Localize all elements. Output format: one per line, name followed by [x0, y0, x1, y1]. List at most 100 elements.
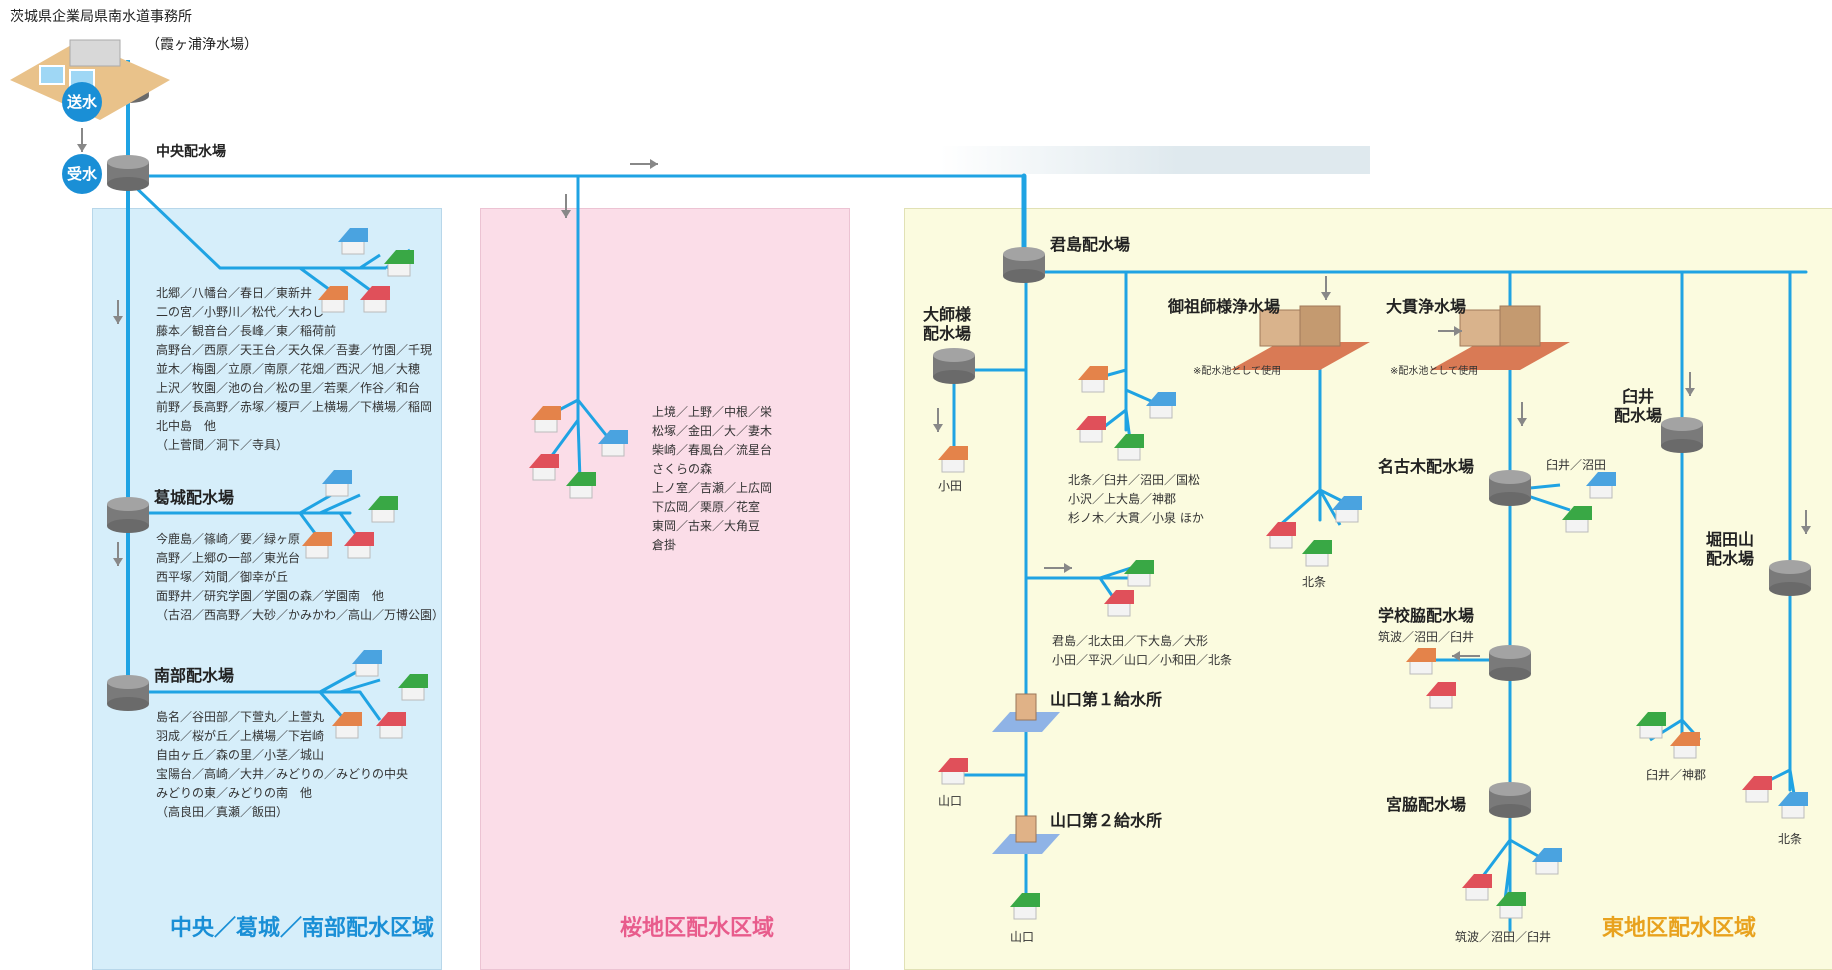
house-icon — [1332, 496, 1362, 523]
gososhisama-plant-building — [1259, 309, 1301, 347]
usui-tank — [1661, 417, 1703, 453]
pipe-segment — [318, 691, 347, 721]
areas-oda: 小田 — [938, 479, 963, 493]
house-icon — [1114, 434, 1144, 461]
yamaguchi2-station-tank — [1015, 815, 1037, 843]
miyawaki-tank — [1489, 782, 1531, 818]
pipe-segment — [299, 266, 331, 292]
areas-miyawaki: 筑波／沼田／臼井 — [1455, 930, 1552, 944]
kasumigaura-building — [69, 39, 121, 67]
pipe-segment — [1478, 839, 1512, 881]
flow-arrowhead — [1064, 563, 1072, 573]
house-icon — [398, 674, 428, 701]
house-icon — [376, 712, 406, 739]
office-name: 茨城県企業局県南水道事務所 — [10, 9, 192, 25]
house-icon — [1078, 366, 1108, 393]
house-icon — [1586, 472, 1616, 499]
note-onuki: ※配水池として使用 — [1390, 366, 1479, 377]
flow-arrowhead — [561, 210, 571, 218]
zone-title-sakura: 桜地区配水区域 — [620, 916, 775, 941]
house-icon — [1302, 540, 1332, 567]
flow-arrowhead — [1452, 651, 1460, 661]
yamaguchi1-station-base — [992, 712, 1060, 732]
nanbu-tank — [107, 675, 149, 711]
house-icon — [938, 758, 968, 785]
station-label-yamaguchi1: 山口第１給水所 — [1050, 690, 1163, 709]
house-icon — [566, 472, 596, 499]
station-label-nanbu: 南部配水場 — [154, 666, 235, 685]
areas-hojo-2: 北条 — [1778, 832, 1803, 846]
sakura-zone-area — [480, 208, 850, 970]
station-label-yamaguchi2: 山口第２給水所 — [1050, 811, 1163, 830]
station-label-gososhisama: 御祖師様浄水場 — [1168, 297, 1281, 316]
house-icon — [1462, 874, 1492, 901]
areas-kimijima: 君島／北太田／下大島／大形 小田／平沢／山口／小和田／北条 — [1052, 634, 1233, 667]
pipe-segment — [126, 178, 386, 270]
house-icon — [1124, 560, 1154, 587]
house-icon — [344, 532, 374, 559]
flow-arrowhead — [113, 316, 123, 324]
house-icon — [352, 650, 382, 677]
house-icon — [302, 532, 332, 559]
station-label-kuzushiro: 葛城配水場 — [154, 488, 235, 507]
flow-arrowhead — [650, 159, 658, 169]
station-label-horitayama: 堀田山 配水場 — [1706, 530, 1755, 568]
station-label-chuo: 中央配水場 — [156, 144, 226, 160]
house-icon — [368, 496, 398, 523]
station-label-daishisama: 大師様 配水場 — [923, 305, 972, 343]
gososhisama-plant-base — [1230, 342, 1370, 370]
plant-name: （霞ヶ浦浄水場） — [146, 37, 258, 53]
central-zone-area — [92, 208, 442, 970]
house-icon — [938, 446, 968, 473]
note-gososhisama: ※配水池として使用 — [1193, 366, 1282, 377]
areas-usui: 臼井／神郡 — [1646, 768, 1707, 782]
pipe-segment — [1279, 488, 1321, 527]
house-icon — [1406, 648, 1436, 675]
east-zone-area — [904, 208, 1832, 970]
station-label-kimijima: 君島配水場 — [1050, 235, 1131, 254]
kuzushiro-tank — [107, 497, 149, 533]
gakkowaki-tank — [1489, 645, 1531, 681]
send-badge: 送水 — [62, 82, 102, 122]
house-icon — [1562, 506, 1592, 533]
house-icon — [1266, 522, 1296, 549]
chuo-tank — [107, 155, 149, 191]
house-icon — [1636, 712, 1666, 739]
flow-arrowhead — [1685, 388, 1695, 396]
areas-nanbu: 島名／谷田部／下萱丸／上萱丸 羽成／桜が丘／上横場／下岩崎 自由ヶ丘／森の里／小… — [156, 710, 409, 819]
house-icon — [322, 470, 352, 497]
areas-nagokogi: 臼井／沼田 — [1546, 458, 1607, 472]
pipe-segment — [359, 253, 381, 270]
flow-arrowhead — [1801, 526, 1811, 534]
pipe-segment — [339, 678, 381, 694]
areas-gososhi: 北条／臼井／沼田／国松 小沢／上大島／神郡 杉ノ木／大貫／小泉 ほか — [1068, 473, 1204, 525]
nagokogi-tank — [1489, 470, 1531, 506]
yamaguchi1-station-tank — [1015, 693, 1037, 721]
house-icon — [1742, 776, 1772, 803]
station-label-gakkowaki: 学校脇配水場 — [1378, 606, 1475, 625]
flow-arrowhead — [1454, 326, 1462, 336]
pipe-segment — [319, 668, 361, 694]
yamaguchi2-station-base — [992, 834, 1060, 854]
house-icon — [384, 250, 414, 277]
sky-gradient — [940, 146, 1370, 174]
onuki-plant-tower — [1499, 305, 1541, 347]
house-icon — [529, 454, 559, 481]
station-label-usui: 臼井 配水場 — [1614, 387, 1663, 425]
daishisama-tank — [933, 348, 975, 384]
house-icon — [1670, 732, 1700, 759]
kimijima-tank — [1003, 247, 1045, 283]
areas-yamaguchi-a: 山口 — [938, 794, 963, 808]
pipe-segment — [1503, 859, 1512, 901]
station-label-onuki: 大貫浄水場 — [1386, 297, 1467, 316]
pipe-segment — [576, 399, 612, 441]
station-label-miyawaki: 宮脇配水場 — [1386, 795, 1467, 814]
flow-arrowhead — [933, 424, 943, 432]
house-icon — [1104, 590, 1134, 617]
horitayama-tank — [1769, 560, 1811, 596]
house-icon — [1532, 848, 1562, 875]
gososhisama-plant-tower — [1299, 305, 1341, 347]
pipe-segment — [319, 493, 361, 515]
receive-badge: 受水 — [62, 154, 102, 194]
kasumigaura-pool — [39, 65, 65, 85]
